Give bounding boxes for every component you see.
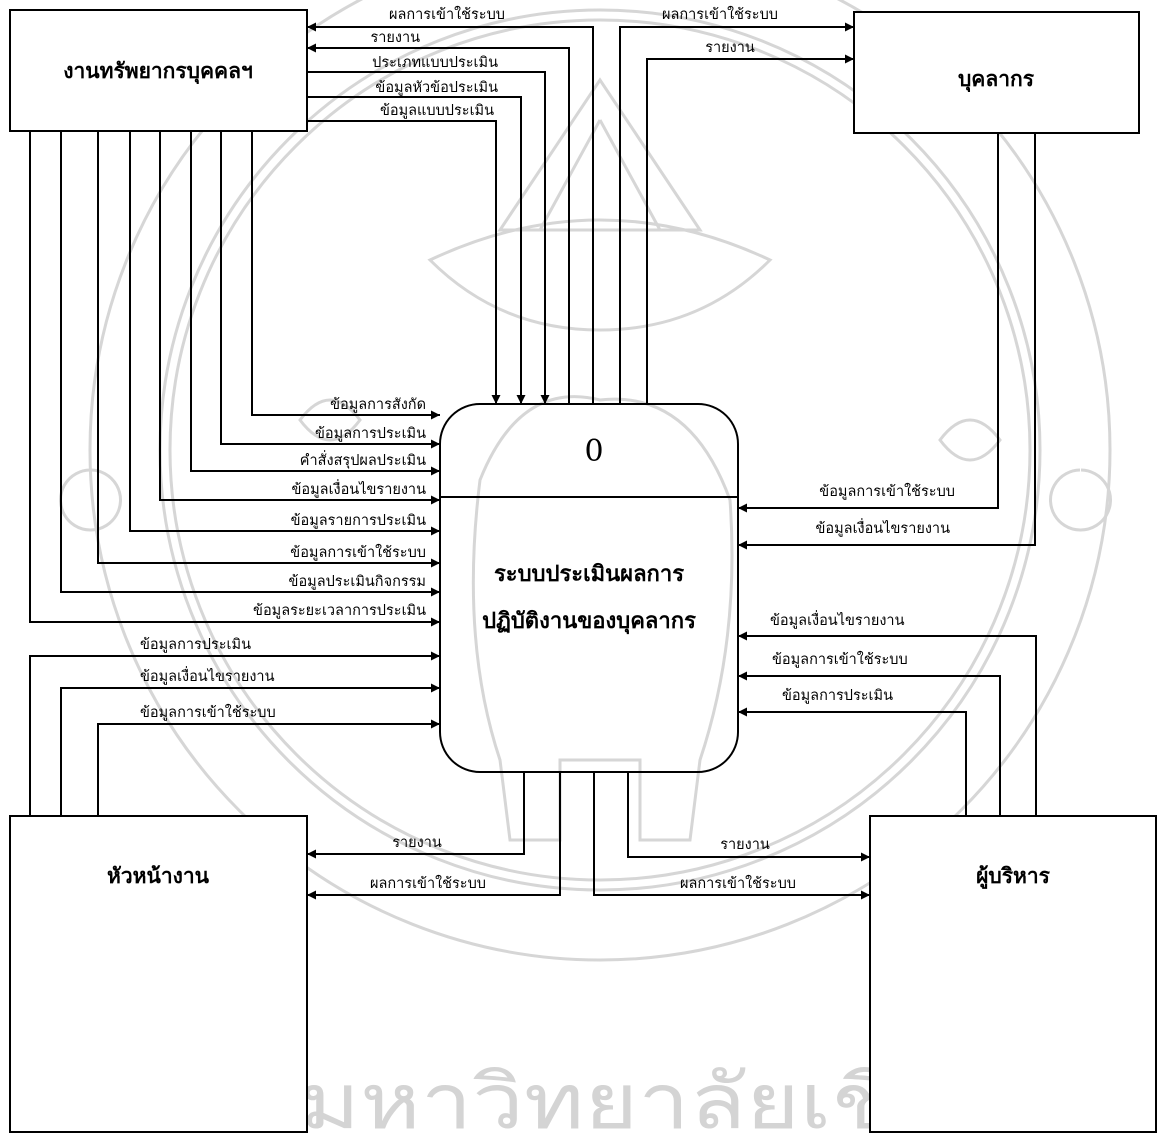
flow-label-staff-out-access-result: ผลการเข้าใช้ระบบ <box>662 5 778 23</box>
entity-executive: ผู้บริหาร <box>869 815 1157 1133</box>
flow-label-hr-access: ข้อมูลการเข้าใช้ระบบ <box>290 543 426 561</box>
flow-label-head-out-access-result: ผลการเข้าใช้ระบบ <box>370 874 486 892</box>
flow-lines <box>29 22 1037 900</box>
flow-label-staff-report-condition: ข้อมูลเงื่อนไขรายงาน <box>816 518 951 537</box>
flow-label-head-evaluation: ข้อมูลการประเมิน <box>140 636 251 653</box>
flow-line-hr-report-condition <box>159 131 440 505</box>
flow-line-hr-eval-type <box>307 71 550 404</box>
flow-label-hr-evaluation: ข้อมูลการประเมิน <box>315 425 426 442</box>
flow-line-hr-access <box>97 131 440 568</box>
flow-line-head-out-access-result <box>307 772 561 900</box>
flow-line-staff-out-access-result <box>619 22 854 404</box>
flow-label-head-report-condition: ข้อมูลเงื่อนไขรายงาน <box>140 666 275 685</box>
flow-label-exec-report-condition: ข้อมูลเงื่อนไขรายงาน <box>770 610 905 629</box>
flow-label-hr-eval-period: ข้อมูลระยะเวลาการประเมิน <box>253 602 426 619</box>
flow-label-hr-eval-items: ข้อมูลรายการประเมิน <box>291 512 426 529</box>
entity-hr-label: งานทรัพยากรบุคคลฯ <box>63 58 253 85</box>
flow-label-exec-access: ข้อมูลการเข้าใช้ระบบ <box>772 650 908 668</box>
flow-line-hr-evaluation <box>220 131 440 449</box>
flow-label-hr-report-condition: ข้อมูลเงื่อนไขรายงาน <box>292 479 427 498</box>
flow-line-head-out-report <box>307 772 525 859</box>
entity-hr-department: งานทรัพยากรบุคคลฯ <box>9 9 308 132</box>
flow-line-staff-access <box>738 133 999 513</box>
entity-head-of-unit: หัวหน้างาน <box>9 815 308 1133</box>
flow-line-head-report-condition <box>60 683 440 816</box>
process-evaluation-system: 0 ระบบประเมินผลการ ปฏิบัติงานของบุคลากร <box>439 403 739 773</box>
flow-label-hr-eval-topic: ข้อมูลหัวข้อประเมิน <box>375 79 498 96</box>
flow-label-staff-out-report: รายงาน <box>705 40 755 56</box>
flow-label-hr-affiliation: ข้อมูลการสังกัด <box>330 396 426 413</box>
flow-line-head-access <box>97 719 440 816</box>
flow-line-exec-evaluation <box>738 707 967 816</box>
flow-label-exec-out-access-result: ผลการเข้าใช้ระบบ <box>680 874 796 892</box>
flow-line-exec-out-report <box>627 772 870 862</box>
flow-line-head-evaluation <box>29 651 440 816</box>
flow-label-hr-out-report: รายงาน <box>370 30 420 46</box>
flow-label-hr-eval-form: ข้อมูลแบบประเมิน <box>380 102 494 119</box>
flow-label-hr-order-summary: คำสั่งสรุปผลประเมิน <box>300 450 426 469</box>
flow-labels: ผลการเข้าใช้ระบบ รายงาน ประเภทแบบประเมิน… <box>140 5 955 892</box>
flow-line-hr-out-access-result <box>307 22 594 404</box>
flow-label-head-out-report: รายงาน <box>392 835 442 851</box>
entity-exec-label: ผู้บริหาร <box>976 863 1051 890</box>
flow-label-head-access: ข้อมูลการเข้าใช้ระบบ <box>140 703 276 721</box>
flow-line-hr-eval-period <box>29 131 440 627</box>
flow-line-hr-eval-form <box>307 120 501 404</box>
process-number: 0 <box>584 434 603 469</box>
process-name-line2: ปฏิบัติงานของบุคลากร <box>482 608 696 635</box>
flow-label-hr-out-access-result: ผลการเข้าใช้ระบบ <box>389 5 505 23</box>
flow-line-hr-affiliation <box>251 131 440 420</box>
flow-line-exec-out-access-result <box>593 772 870 900</box>
flow-label-exec-evaluation: ข้อมูลการประเมิน <box>782 687 893 704</box>
entity-head-label: หัวหน้างาน <box>107 863 210 888</box>
flow-line-hr-order-summary <box>190 131 440 476</box>
entity-staff-label: บุคลากร <box>958 66 1035 93</box>
flow-line-hr-activity-eval <box>60 131 440 597</box>
flow-label-hr-eval-type: ประเภทแบบประเมิน <box>372 55 498 71</box>
flow-label-exec-out-report: รายงาน <box>720 837 770 853</box>
flow-line-exec-access <box>738 671 1001 816</box>
process-name-line1: ระบบประเมินผลการ <box>494 561 684 587</box>
flow-line-staff-out-report <box>646 54 854 404</box>
flow-line-exec-report-condition <box>738 631 1037 816</box>
flow-label-staff-access: ข้อมูลการเข้าใช้ระบบ <box>819 482 955 500</box>
entity-staff: บุคลากร <box>853 11 1140 134</box>
flow-label-hr-activity-eval: ข้อมูลประเมินกิจกรรม <box>289 573 426 590</box>
flow-line-hr-eval-items <box>129 131 440 536</box>
flow-line-staff-report-condition <box>738 133 1036 550</box>
flow-line-hr-out-report <box>307 43 570 404</box>
flow-line-hr-eval-topic <box>307 96 526 404</box>
